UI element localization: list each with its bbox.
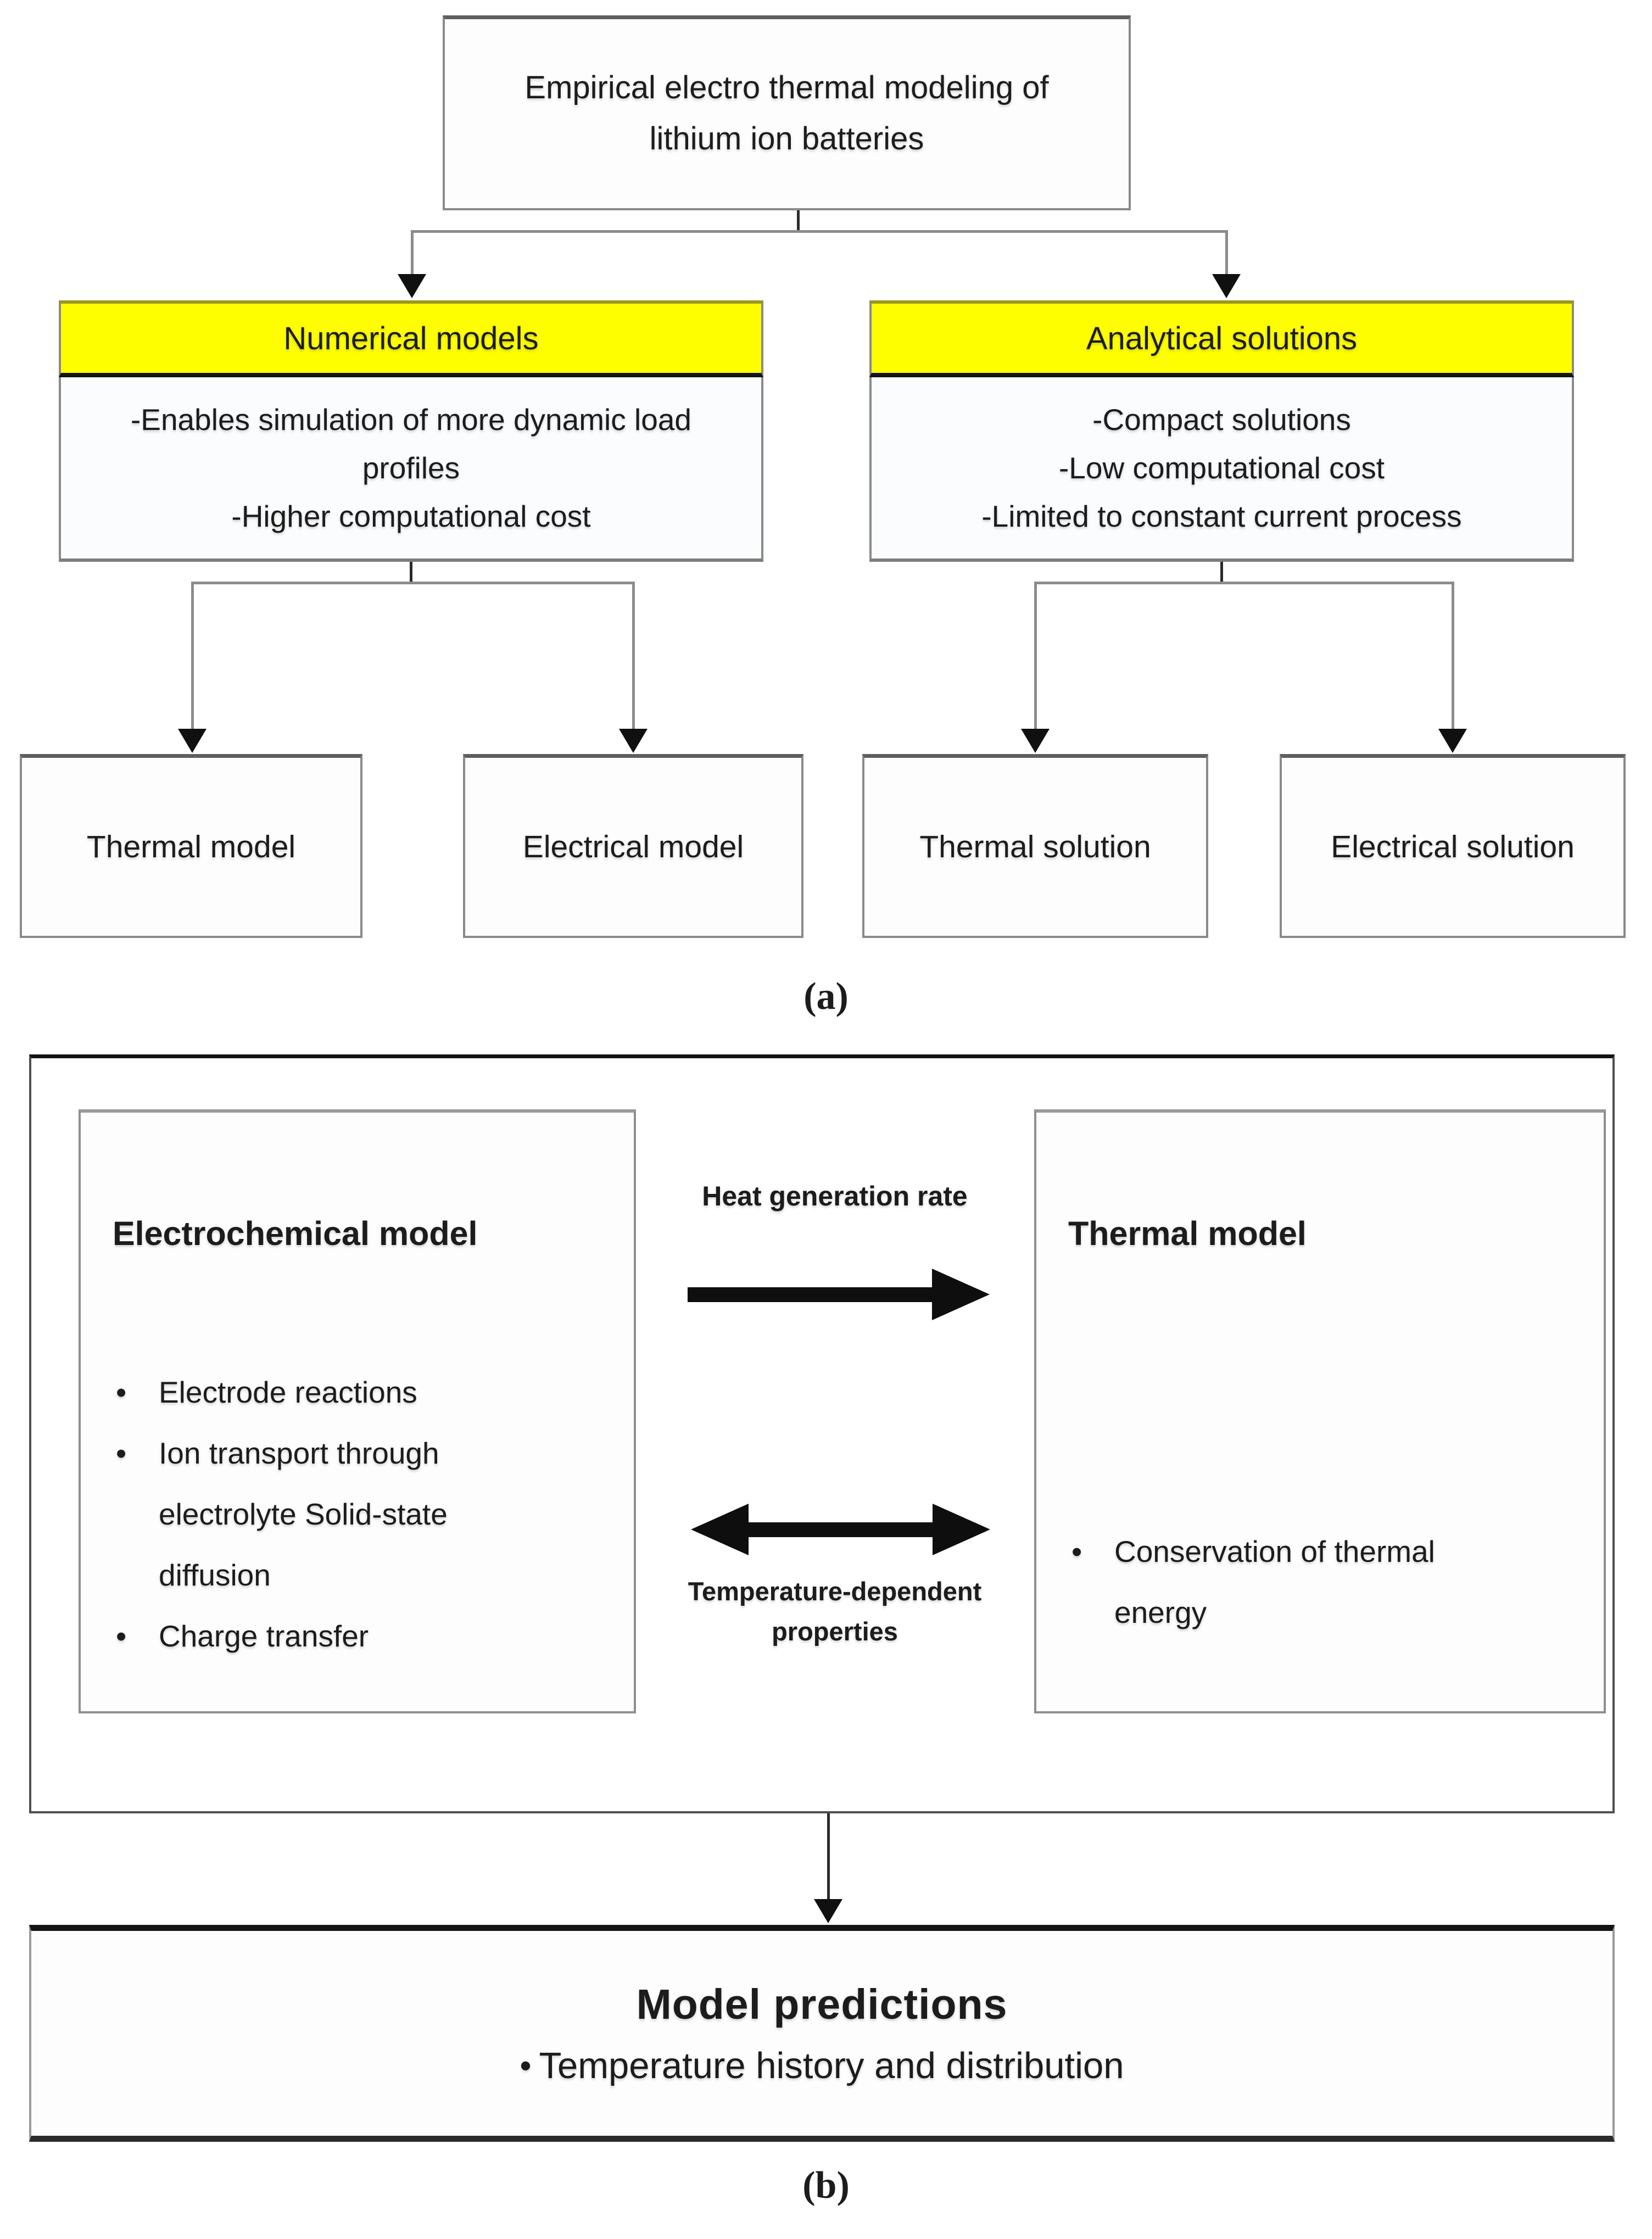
model-predictions-box: Model predictions Temperature history an…: [29, 1925, 1615, 2142]
thermal-model-label: Thermal model: [86, 829, 296, 864]
electrical-solution-box: Electrical solution: [1280, 754, 1626, 938]
heat-generation-arrow: [688, 1269, 990, 1320]
arrowhead-electrical-solution: [1438, 729, 1467, 753]
part-a-label: (a): [803, 975, 849, 1018]
root-box-label: Empirical electro thermal modeling of li…: [524, 70, 1049, 157]
heat-arrow-head: [932, 1269, 990, 1320]
feedback-arrow-shaft: [745, 1522, 937, 1537]
arrowhead-analytical: [1212, 274, 1241, 298]
electrochemical-model-title: Electrochemical model: [113, 1215, 478, 1252]
connector-level1-right-drop: [1225, 230, 1228, 275]
analytical-solutions-body: -Compact solutions -Low computational co…: [869, 377, 1574, 562]
feedback-arrow-right-head: [933, 1504, 990, 1555]
analytical-point-1: -Compact solutions: [1092, 403, 1351, 437]
numerical-models-header: Numerical models: [59, 300, 763, 377]
bullet-electrode-reactions: Electrode reactions: [110, 1362, 528, 1423]
electrical-model-box: Electrical model: [463, 754, 803, 938]
model-predictions-bullet: Temperature history and distribution: [520, 2045, 1124, 2087]
bullet-conservation-text: Conservation of thermal energy: [1114, 1534, 1435, 1630]
part-b-label: (b): [802, 2164, 850, 2207]
temperature-feedback-arrow: [691, 1504, 990, 1555]
thermal-solution-box: Thermal solution: [862, 754, 1208, 938]
connector-root-stub: [797, 210, 800, 232]
connector-numerical-stub: [410, 562, 412, 584]
feedback-arrow-left-head: [691, 1504, 749, 1555]
numerical-point-1: -Enables simulation of more dynamic load…: [130, 403, 692, 485]
electrochemical-bullet-list: Electrode reactions Ion transport throug…: [110, 1362, 528, 1667]
drop-electrical-model: [632, 582, 635, 730]
bullet-charge-transfer: Charge transfer: [110, 1606, 528, 1667]
arrowhead-thermal-model: [178, 729, 206, 753]
connector-to-predictions: [827, 1813, 830, 1901]
numerical-models-label: Numerical models: [283, 320, 539, 356]
temperature-dependent-label: Temperature-dependent properties: [688, 1577, 982, 1646]
model-predictions-bullet-text: Temperature history and distribution: [539, 2045, 1124, 2086]
electrical-model-label: Electrical model: [522, 829, 744, 864]
analytical-solutions-label: Analytical solutions: [1086, 320, 1358, 356]
connector-level1-horizontal: [411, 230, 1227, 233]
numerical-point-2: -Higher computational cost: [231, 499, 591, 533]
root-box: Empirical electro thermal modeling of li…: [443, 15, 1131, 210]
bullet-ion-transport: Ion transport through electrolyte Solid-…: [110, 1423, 515, 1606]
connector-analytical-stub: [1220, 562, 1223, 584]
bullet-charge-transfer-text: Charge transfer: [159, 1619, 369, 1654]
drop-electrical-solution: [1452, 582, 1454, 730]
connector-analytical-horizontal: [1034, 582, 1454, 584]
electrical-solution-label: Electrical solution: [1331, 829, 1575, 864]
thermal-bullet-list: Conservation of thermal energy: [1066, 1521, 1483, 1643]
drop-thermal-solution: [1034, 582, 1037, 730]
thermal-model-b-title: Thermal model: [1068, 1215, 1307, 1252]
arrowhead-thermal-solution: [1021, 729, 1050, 753]
arrowhead-predictions: [814, 1899, 842, 1923]
heat-generation-rate-label: Heat generation rate: [702, 1181, 968, 1211]
connector-numerical-horizontal: [191, 582, 635, 584]
arrowhead-numerical: [398, 274, 426, 298]
numerical-models-body: -Enables simulation of more dynamic load…: [59, 377, 763, 562]
arrowhead-electrical-model: [619, 729, 648, 753]
heat-arrow-shaft: [688, 1287, 936, 1302]
bullet-ion-transport-text: Ion transport through electrolyte Solid-…: [159, 1436, 448, 1593]
analytical-point-2: -Low computational cost: [1058, 451, 1385, 485]
bullet-electrode-reactions-text: Electrode reactions: [159, 1375, 417, 1409]
analytical-solutions-header: Analytical solutions: [869, 300, 1574, 377]
bullet-conservation: Conservation of thermal energy: [1066, 1521, 1477, 1643]
thermal-solution-label: Thermal solution: [919, 829, 1151, 864]
drop-thermal-model: [191, 582, 194, 730]
analytical-point-3: -Limited to constant current process: [981, 499, 1462, 533]
thermal-model-box: Thermal model: [20, 754, 362, 938]
connector-level1-left-drop: [411, 230, 414, 275]
model-predictions-title: Model predictions: [636, 1980, 1008, 2028]
